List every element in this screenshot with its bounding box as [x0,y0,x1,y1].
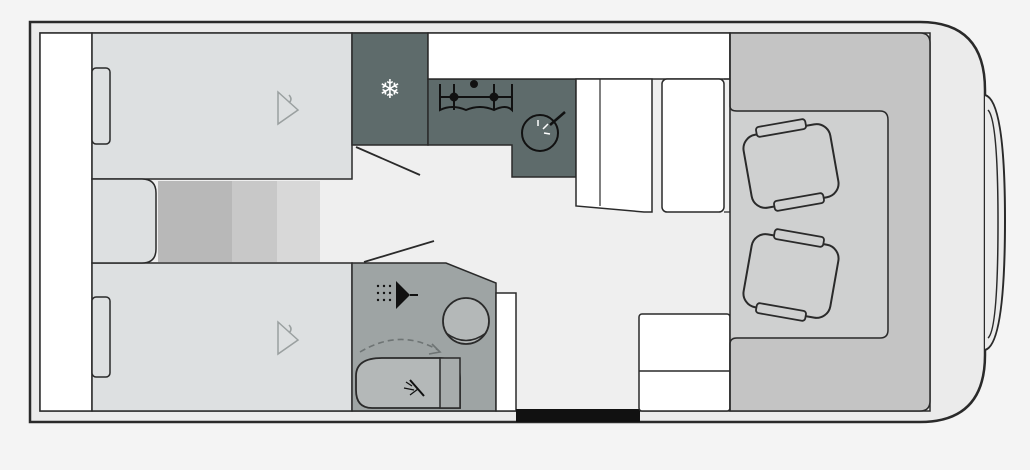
rear-bed-top [91,32,353,180]
rear-bed-bottom [91,262,353,412]
hanger-icon [277,320,300,356]
kitchen-fridge: ❄ [351,32,429,146]
washbasin [442,297,490,345]
kitchen-counter [427,32,731,178]
washroom-cabinet [495,292,517,412]
snowflake-icon: ❄ [379,75,401,105]
step-area [91,178,320,264]
cab-seat-icon [742,118,840,212]
bed-pillow [91,296,111,378]
cab [729,32,931,412]
washroom [351,262,497,412]
cab-seat-icon [742,228,840,322]
tap-icon [549,111,566,126]
hanger-icon [277,90,300,126]
swing-arrow [359,338,439,353]
bed-pillow [91,67,111,145]
hob-burner-icon [439,80,513,113]
upper-cabinet [427,32,731,80]
toilet [355,357,461,409]
entrance-door[interactable] [516,409,640,422]
entrance-cabinet [638,313,731,412]
door-swing-line [355,146,421,176]
rear-wall [39,32,93,412]
sink-icon [521,111,566,152]
wardrobe [575,78,731,213]
shower-icon [376,281,418,309]
door-swing-line [363,240,435,263]
